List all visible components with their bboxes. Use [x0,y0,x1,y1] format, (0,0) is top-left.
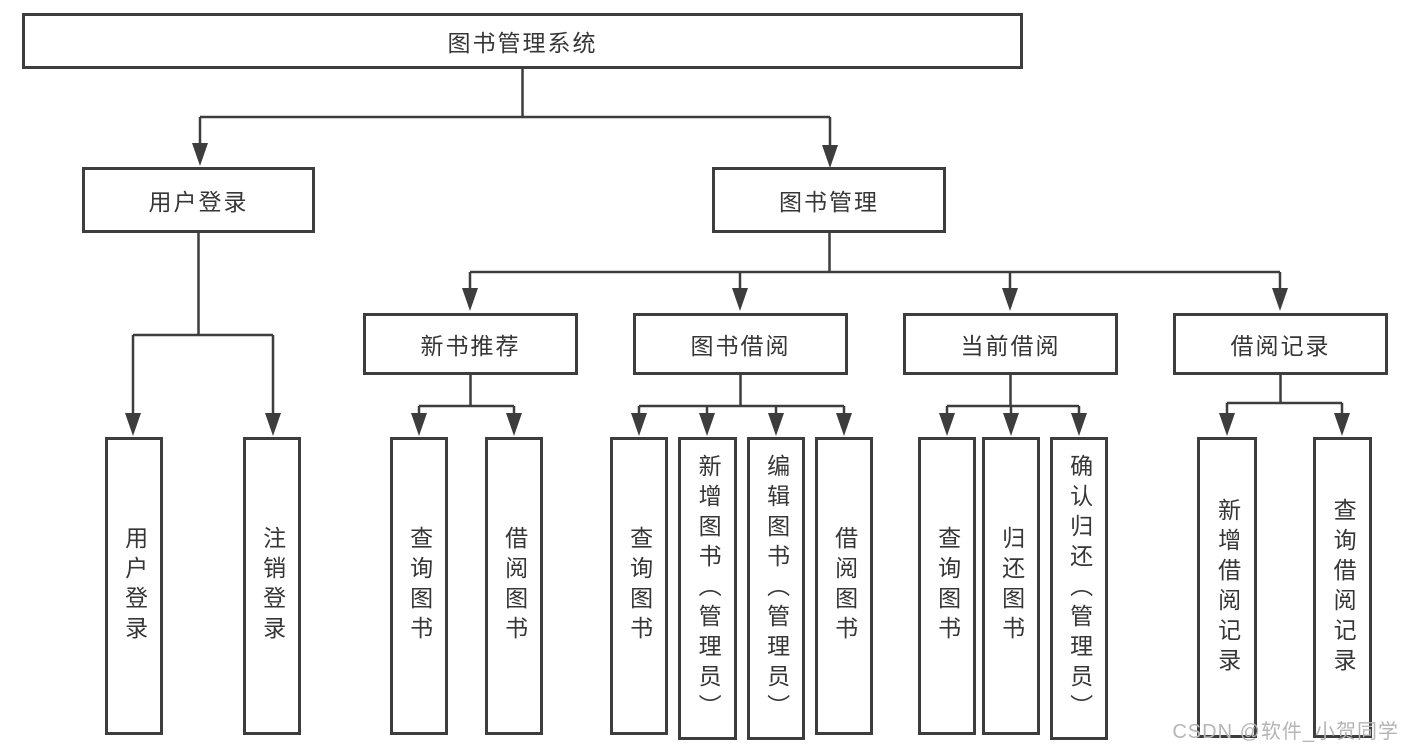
node-label: 图书管理 [779,189,879,215]
watermark: CSDN @软件_小贺同学 [1172,721,1399,743]
leaf-label: 用户登录 [121,526,148,646]
leaf-confirm-return-admin: 确认归还（管理员） [1050,437,1108,740]
leaf-user-login: 用户登录 [105,437,163,735]
leaf-edit-books-admin: 编辑图书（管理员） [747,437,805,740]
node-label: 用户登录 [148,189,249,215]
leaf-label: 查询图书 [406,526,433,646]
node-label: 新书推荐 [420,333,521,359]
leaf-label: 查询图书 [626,526,653,646]
leaf-query-books-current: 查询图书 [918,437,976,735]
node-user-login: 用户登录 [82,167,315,233]
node-label: 图书借阅 [690,333,791,359]
leaf-label: 查询借阅记录 [1330,497,1357,678]
leaf-query-books-borrow: 查询图书 [610,437,668,735]
node-label: 当前借阅 [960,333,1061,359]
leaf-borrow-books-recommend: 借阅图书 [485,437,543,735]
node-label: 图书管理系统 [447,30,598,56]
leaf-query-books-recommend: 查询图书 [390,437,448,735]
leaf-logout: 注销登录 [243,437,301,735]
node-book-borrowing: 图书借阅 [633,313,848,375]
leaf-label: 编辑图书（管理员） [763,453,790,724]
node-book-management: 图书管理 [712,167,946,233]
node-borrowing-records: 借阅记录 [1173,313,1388,375]
node-current-borrowing: 当前借阅 [903,313,1118,375]
leaf-add-books-admin: 新增图书（管理员） [678,437,737,740]
leaf-label: 新增图书（管理员） [695,453,722,724]
leaf-query-borrow-record: 查询借阅记录 [1313,437,1372,738]
leaf-label: 借阅图书 [501,526,528,646]
leaf-label: 归还图书 [998,526,1025,646]
leaf-borrow-books: 借阅图书 [815,437,873,735]
leaf-label: 确认归还（管理员） [1066,453,1093,724]
leaf-label: 查询图书 [934,526,961,646]
leaf-add-borrow-record: 新增借阅记录 [1197,437,1257,738]
leaf-label: 注销登录 [259,526,286,646]
node-library-management-system: 图书管理系统 [22,13,1023,69]
leaf-label: 新增借阅记录 [1214,497,1241,678]
node-label: 借阅记录 [1230,333,1331,359]
leaf-label: 借阅图书 [831,526,858,646]
node-new-book-recommendation: 新书推荐 [363,313,578,375]
leaf-return-books: 归还图书 [982,437,1040,735]
